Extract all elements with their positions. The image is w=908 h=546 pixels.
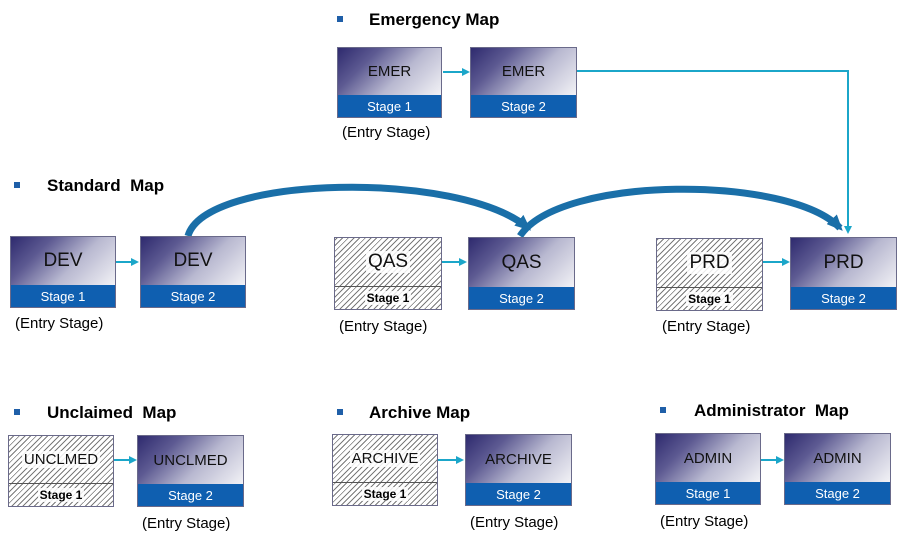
archive-stage2-box: ARCHIVE Stage 2 [465, 434, 572, 506]
stage-label: Stage 1 [338, 95, 441, 117]
prd-stage1-box: PRD Stage 1 [656, 238, 763, 311]
arrow-qas-to-prd [517, 185, 843, 239]
emer-stage2-box: EMER Stage 2 [470, 47, 577, 118]
system-label: EMER [471, 48, 576, 95]
unclmed-stage1-box: UNCLMED Stage 1 [8, 435, 114, 507]
system-label: PRD [791, 238, 896, 287]
entry-stage-label: (Entry Stage) [342, 124, 431, 141]
system-label: DEV [11, 237, 115, 285]
stage-label: Stage 2 [466, 483, 571, 505]
system-label: QAS [365, 251, 411, 273]
system-label: ADMIN [785, 434, 890, 482]
stage-label: Stage 1 [364, 291, 412, 305]
system-label: EMER [338, 48, 441, 95]
dev-stage1-box: DEV Stage 1 [10, 236, 116, 308]
stage-label: Stage 1 [37, 488, 85, 502]
bullet-icon [337, 16, 343, 22]
standard-map-title: Standard Map [47, 176, 165, 195]
stage-label: Stage 2 [471, 95, 576, 117]
system-label: ADMIN [656, 434, 760, 482]
stage-label: Stage 1 [656, 482, 760, 504]
system-label: QAS [469, 238, 574, 287]
stage-label: Stage 2 [785, 482, 890, 504]
entry-stage-label: (Entry Stage) [660, 513, 749, 530]
archive-map-title: Archive Map [369, 403, 471, 422]
system-label: UNCLMED [21, 451, 101, 468]
stage-label: Stage 1 [361, 487, 409, 501]
stage-label: Stage 2 [138, 484, 243, 506]
dev-stage2-box: DEV Stage 2 [140, 236, 246, 308]
bullet-icon [14, 182, 20, 188]
emergency-map-title: Emergency Map [369, 10, 500, 29]
entry-stage-label: (Entry Stage) [662, 318, 751, 335]
system-label: ARCHIVE [349, 450, 421, 467]
arrow-dev-to-qas [184, 183, 532, 238]
system-label: DEV [141, 237, 245, 285]
bullet-icon [14, 409, 20, 415]
system-label: ARCHIVE [466, 435, 571, 483]
admin-stage2-box: ADMIN Stage 2 [784, 433, 891, 505]
bullet-icon [660, 407, 666, 413]
unclaimed-map-title: Unclaimed Map [47, 403, 177, 422]
qas-stage2-box: QAS Stage 2 [468, 237, 575, 310]
bullet-icon [337, 409, 343, 415]
system-label: UNCLMED [138, 436, 243, 484]
admin-stage1-box: ADMIN Stage 1 [655, 433, 761, 505]
emer-stage1-box: EMER Stage 1 [337, 47, 442, 118]
entry-stage-label: (Entry Stage) [339, 318, 428, 335]
stage-label: Stage 2 [141, 285, 245, 307]
prd-stage2-box: PRD Stage 2 [790, 237, 897, 310]
entry-stage-label: (Entry Stage) [15, 315, 104, 332]
stage-label: Stage 1 [686, 292, 733, 306]
entry-stage-label: (Entry Stage) [470, 514, 559, 531]
stage-label: Stage 2 [791, 287, 896, 309]
stage-label: Stage 2 [469, 287, 574, 309]
arrow-emer-to-prd [577, 70, 852, 234]
archive-stage1-box: ARCHIVE Stage 1 [332, 434, 438, 506]
stage-label: Stage 1 [11, 285, 115, 307]
administrator-map-title: Administrator Map [694, 401, 849, 420]
entry-stage-label: (Entry Stage) [142, 515, 231, 532]
qas-stage1-box: QAS Stage 1 [334, 237, 442, 310]
system-label: PRD [687, 252, 732, 274]
unclmed-stage2-box: UNCLMED Stage 2 [137, 435, 244, 507]
